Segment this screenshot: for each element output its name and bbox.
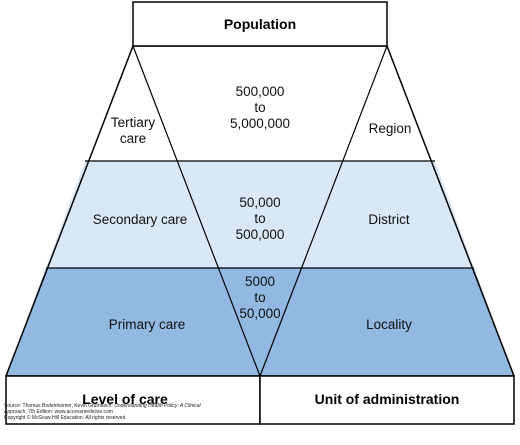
level-of-care-label: Level of care bbox=[82, 391, 168, 407]
primary-population-line2: to bbox=[254, 290, 265, 305]
unit-of-administration-box bbox=[259, 375, 515, 425]
source-line-1: Source: Thomas Bodenheimer, Kevin Grumba… bbox=[4, 403, 201, 409]
primary-population-line1: 5000 bbox=[245, 274, 275, 289]
tertiary-care-label-line1: Tertiary bbox=[111, 115, 156, 130]
tertiary-population-line1: 500,000 bbox=[236, 84, 285, 99]
population-header-label: Population bbox=[224, 16, 296, 32]
secondary-care-label: Secondary care bbox=[93, 212, 188, 227]
band-secondary bbox=[46, 161, 474, 268]
secondary-unit-label: District bbox=[368, 212, 409, 227]
level-of-care-box bbox=[5, 375, 261, 425]
secondary-population-line2: to bbox=[254, 211, 265, 226]
primary-population-line3: 50,000 bbox=[239, 306, 280, 321]
tertiary-population-line2: to bbox=[254, 100, 265, 115]
population-header-box bbox=[132, 1, 388, 47]
tertiary-unit-label: Region bbox=[369, 121, 412, 136]
primary-care-label: Primary care bbox=[109, 317, 186, 332]
secondary-population-line1: 50,000 bbox=[239, 195, 280, 210]
secondary-population-line3: 500,000 bbox=[236, 227, 285, 242]
copyright-line: Copyright © McGraw-Hill Education. All r… bbox=[4, 415, 127, 422]
tertiary-population-line3: 5,000,000 bbox=[230, 116, 290, 131]
band-tertiary bbox=[85, 46, 435, 161]
source-line-2: Approach, 7th Edition: www.accessmedicin… bbox=[4, 409, 113, 416]
primary-unit-label: Locality bbox=[366, 317, 412, 332]
inner-triangle-right-edge bbox=[259, 45, 388, 377]
inner-triangle-left-edge bbox=[132, 45, 261, 377]
source-citation: Source: Thomas Bodenheimer, Kevin Grumba… bbox=[4, 403, 304, 422]
tertiary-care-label-line2: care bbox=[120, 131, 146, 146]
unit-of-administration-label: Unit of administration bbox=[315, 391, 460, 407]
band-primary bbox=[6, 268, 514, 376]
